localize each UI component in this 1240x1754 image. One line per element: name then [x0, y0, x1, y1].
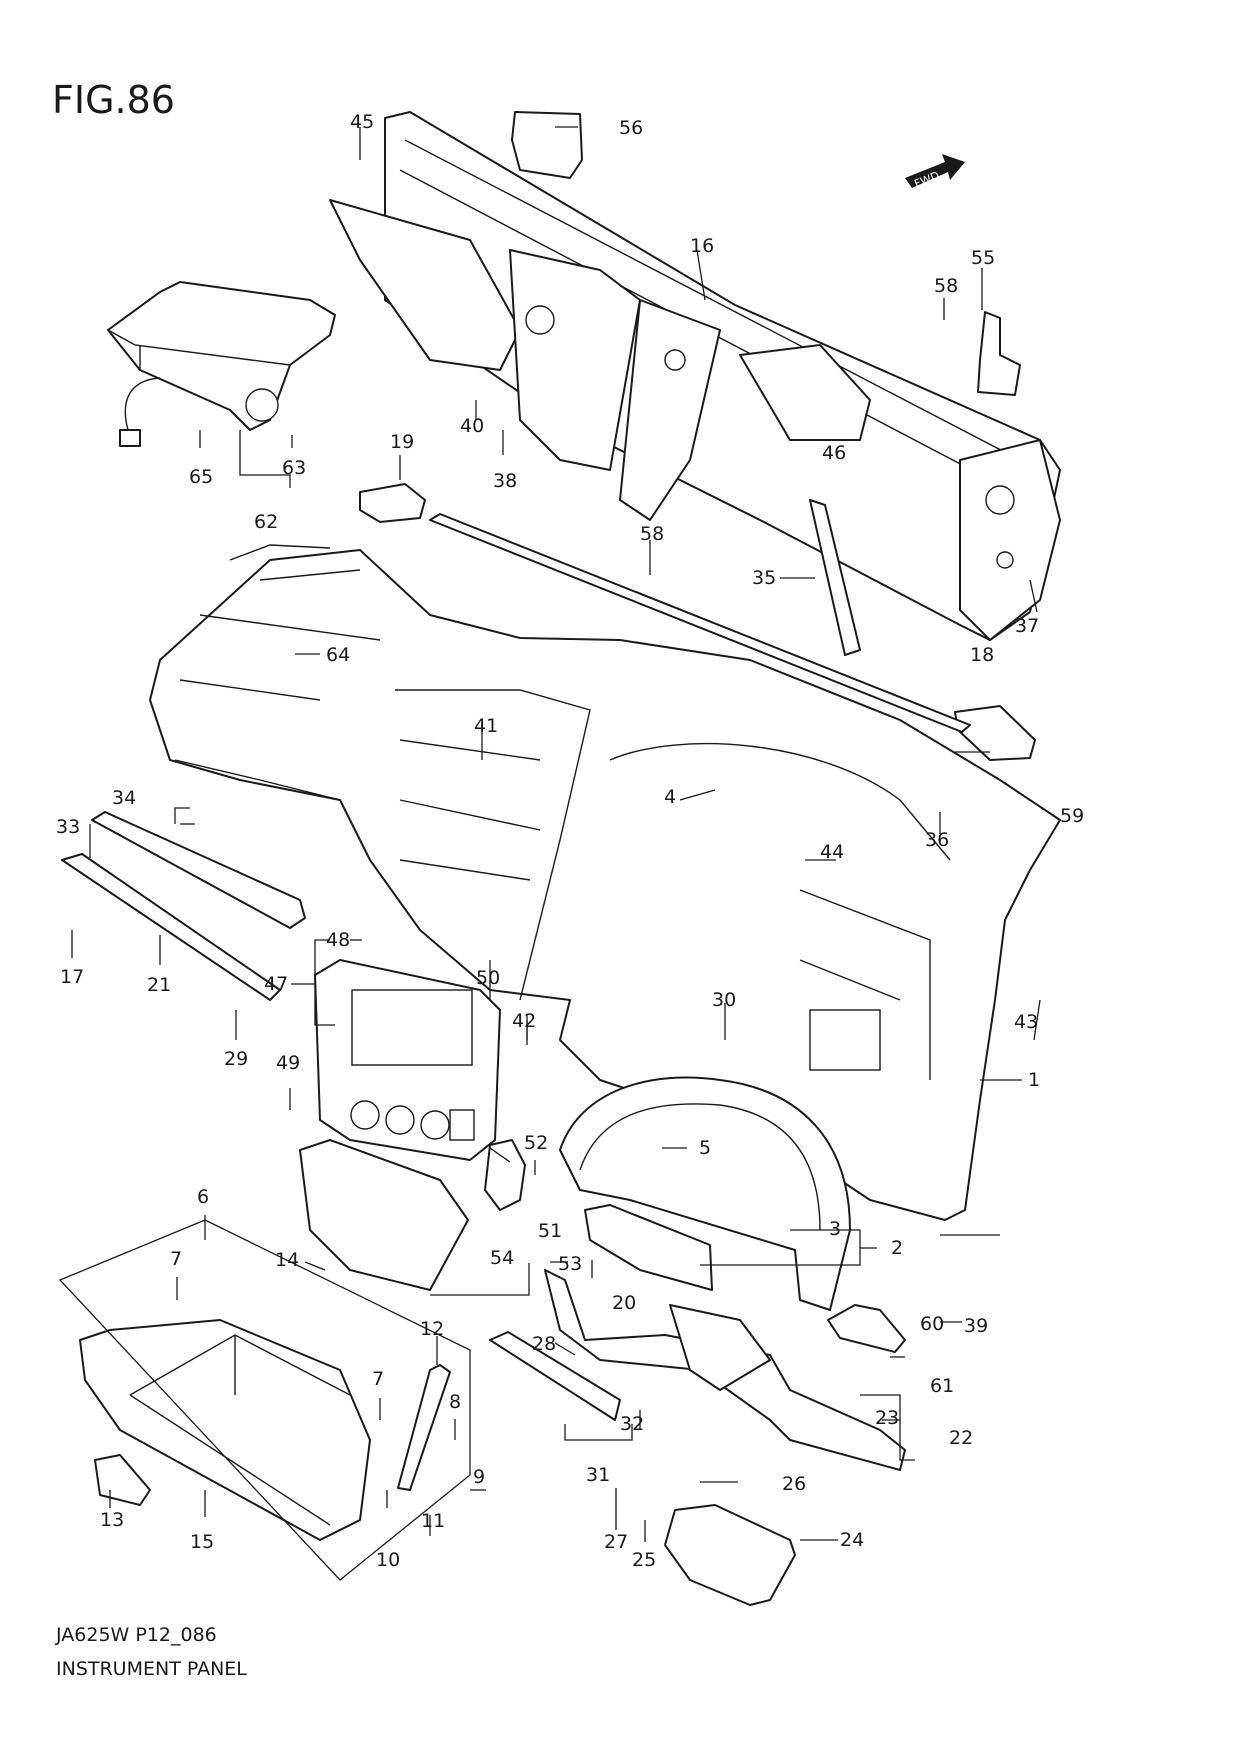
callout-37: 37	[1015, 615, 1039, 637]
side-cover-21	[61, 853, 281, 1001]
callout-28: 28	[532, 1333, 556, 1355]
callout-63: 63	[282, 457, 306, 479]
callout-59: 59	[1060, 805, 1084, 827]
callout-32: 32	[620, 1413, 644, 1435]
callout-49: 49	[276, 1052, 300, 1074]
callout-4: 4	[664, 786, 676, 808]
callout-40: 40	[460, 415, 484, 437]
callout-26: 26	[782, 1473, 806, 1495]
callout-43: 43	[1014, 1011, 1038, 1033]
holder-60	[827, 1304, 906, 1353]
callout-46: 46	[822, 442, 846, 464]
callout-56: 56	[619, 117, 643, 139]
callout-58b: 58	[640, 523, 664, 545]
dash-reinforcement-beam	[329, 111, 1061, 656]
callout-25: 25	[632, 1549, 656, 1571]
callout-55: 55	[971, 247, 995, 269]
callout-53: 53	[558, 1253, 582, 1275]
callout-16: 16	[690, 235, 714, 257]
callout-62: 62	[254, 511, 278, 533]
callout-11: 11	[421, 1510, 445, 1532]
callout-labels: 1 2 3 4 5 6 7 7 8 9 10 11 12 13 14 15 16…	[56, 111, 1084, 1571]
callout-33: 33	[56, 816, 80, 838]
callout-12: 12	[420, 1318, 444, 1340]
callout-23: 23	[875, 1407, 899, 1429]
callout-31: 31	[586, 1464, 610, 1486]
bracket-56	[511, 111, 583, 179]
diagram-caption: INSTRUMENT PANEL	[56, 1658, 247, 1680]
switch-51	[484, 1139, 526, 1211]
callout-44: 44	[820, 841, 844, 863]
callout-42: 42	[512, 1010, 536, 1032]
cover-19	[359, 483, 426, 523]
callout-27: 27	[604, 1531, 628, 1553]
center-bezel	[314, 959, 501, 1161]
callout-17: 17	[60, 966, 84, 988]
callout-34: 34	[112, 787, 136, 809]
callout-54: 54	[490, 1247, 514, 1269]
callout-7a: 7	[170, 1248, 182, 1270]
callout-8: 8	[449, 1391, 461, 1413]
diagram-code: JA625W P12_086	[56, 1624, 217, 1646]
callout-47: 47	[264, 973, 288, 995]
callout-22: 22	[949, 1427, 973, 1449]
callout-14: 14	[275, 1249, 299, 1271]
callout-30: 30	[712, 989, 736, 1011]
callout-45: 45	[350, 111, 374, 133]
callout-20: 20	[612, 1292, 636, 1314]
callout-1: 1	[1028, 1069, 1040, 1091]
callout-38: 38	[493, 470, 517, 492]
pocket-53	[299, 1139, 469, 1291]
glove-box	[79, 1319, 371, 1541]
callout-58a: 58	[934, 275, 958, 297]
callout-18: 18	[970, 644, 994, 666]
svg-text:FWD: FWD	[913, 169, 942, 191]
callout-35: 35	[752, 567, 776, 589]
callout-15: 15	[190, 1531, 214, 1553]
callout-48: 48	[326, 929, 350, 951]
callout-64: 64	[326, 644, 350, 666]
figure-title: FIG.86	[52, 78, 175, 122]
callout-3: 3	[829, 1218, 841, 1240]
callout-50: 50	[476, 967, 500, 989]
callout-65: 65	[189, 466, 213, 488]
callout-13: 13	[100, 1509, 124, 1531]
bracket-55	[977, 311, 1021, 396]
callout-10: 10	[376, 1549, 400, 1571]
coin-box-24	[664, 1504, 796, 1606]
leader-lines	[71, 126, 1041, 1542]
callout-5: 5	[699, 1137, 711, 1159]
fwd-arrow-icon: FWD	[905, 154, 965, 191]
callout-52: 52	[524, 1132, 548, 1154]
lock-13	[94, 1454, 151, 1506]
callout-60: 60	[920, 1313, 944, 1335]
damper-12	[397, 1364, 451, 1491]
lower-cover-20	[584, 1204, 713, 1291]
callout-29: 29	[224, 1048, 248, 1070]
cover-31	[489, 1331, 621, 1421]
callout-36: 36	[925, 829, 949, 851]
callout-6: 6	[197, 1186, 209, 1208]
callout-41: 41	[474, 715, 498, 737]
callout-51: 51	[538, 1220, 562, 1242]
callout-61: 61	[930, 1375, 954, 1397]
callout-7b: 7	[372, 1368, 384, 1390]
glove-box-group-frame	[58, 1219, 471, 1581]
callout-2: 2	[891, 1237, 903, 1259]
callout-39: 39	[964, 1315, 988, 1337]
callout-9: 9	[473, 1466, 485, 1488]
callout-19: 19	[390, 431, 414, 453]
instrument-panel-body	[149, 544, 1061, 1221]
airbag-module	[107, 281, 336, 447]
lower-panel	[544, 1269, 906, 1471]
defroster-strip-58	[429, 513, 971, 733]
callout-24: 24	[840, 1529, 864, 1551]
side-trim-33	[91, 811, 306, 929]
callout-21: 21	[147, 974, 171, 996]
